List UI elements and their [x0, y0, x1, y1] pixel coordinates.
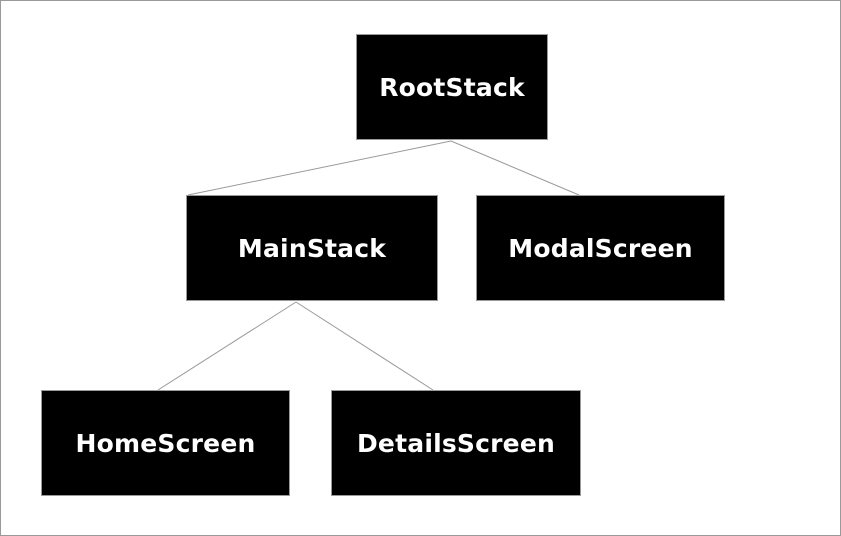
node-mainstack[interactable]: MainStack: [186, 195, 438, 301]
edge-rootstack-to-modalscreen: [450, 140, 580, 196]
node-label-mainstack: MainStack: [237, 233, 387, 263]
node-label-rootstack: RootStack: [379, 72, 525, 102]
node-detailsscreen[interactable]: DetailsScreen: [331, 390, 581, 496]
node-label-homescreen: HomeScreen: [75, 428, 256, 458]
node-homescreen[interactable]: HomeScreen: [41, 390, 290, 496]
node-rootstack[interactable]: RootStack: [356, 34, 548, 140]
edge-mainstack-to-detailsscreen: [295, 301, 434, 391]
node-label-modalscreen: ModalScreen: [508, 233, 693, 263]
node-label-detailsscreen: DetailsScreen: [356, 428, 555, 458]
edge-mainstack-to-homescreen: [157, 301, 297, 391]
edge-rootstack-to-mainstack: [187, 140, 452, 196]
node-modalscreen[interactable]: ModalScreen: [476, 195, 725, 301]
